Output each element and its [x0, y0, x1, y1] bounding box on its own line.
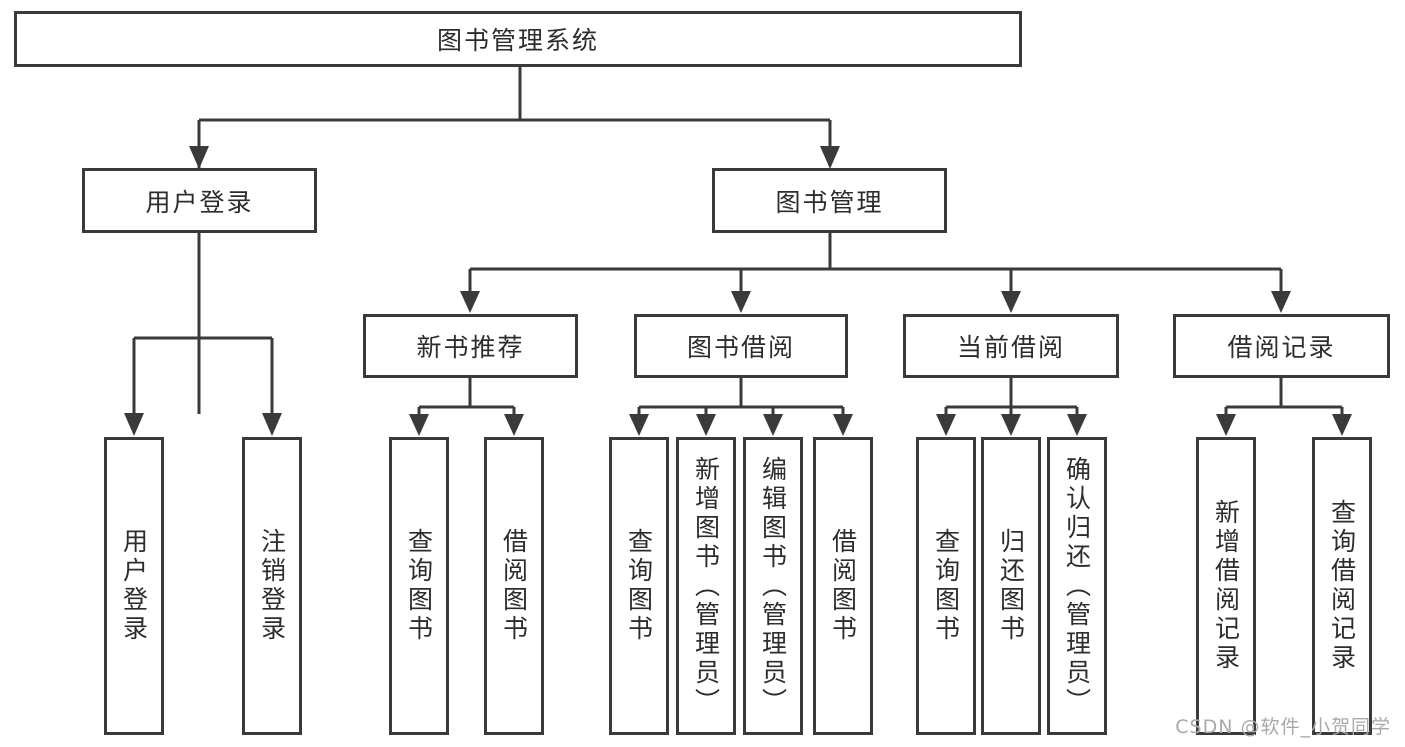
node-recommend-borrow-book: 借阅图书 — [484, 437, 544, 735]
csdn-watermark: CSDN @软件_小贺同学 — [1175, 716, 1391, 738]
node-current-confirm-return-admin-label: 确认归还（管理员） — [1062, 455, 1092, 717]
node-new-book-recommendation: 新书推荐 — [363, 314, 578, 378]
node-borrow-add-book-admin: 新增图书（管理员） — [676, 437, 736, 735]
node-book-management-label: 图书管理 — [775, 187, 884, 217]
node-borrow-query-books: 查询图书 — [609, 437, 669, 735]
node-current-query-books: 查询图书 — [916, 437, 976, 735]
node-records-add-borrow-record-label: 新增借阅记录 — [1211, 499, 1241, 673]
node-user-login-leaf-label: 用户登录 — [119, 528, 149, 644]
node-borrow-query-books-label: 查询图书 — [624, 528, 654, 644]
node-new-book-recommendation-label: 新书推荐 — [416, 333, 525, 362]
node-current-query-books-label: 查询图书 — [931, 528, 961, 644]
node-user-login-leaf: 用户登录 — [104, 437, 164, 735]
node-borrowing-records: 借阅记录 — [1173, 314, 1390, 378]
node-current-borrowing-label: 当前借阅 — [956, 333, 1065, 362]
connector-book-management-to-level3 — [468, 233, 1283, 292]
node-recommend-query-books-label: 查询图书 — [404, 528, 434, 644]
node-borrowing-records-label: 借阅记录 — [1227, 333, 1336, 362]
node-records-add-borrow-record: 新增借阅记录 — [1196, 437, 1256, 735]
node-current-confirm-return-admin: 确认归还（管理员） — [1047, 437, 1107, 735]
node-user-login: 用户登录 — [82, 168, 317, 233]
node-records-query-borrow-record-label: 查询借阅记录 — [1327, 499, 1357, 673]
connector-records-to-children — [1224, 378, 1344, 416]
node-current-borrowing: 当前借阅 — [903, 314, 1119, 378]
connector-borrowing-to-children — [637, 378, 845, 416]
node-borrow-borrow-book: 借阅图书 — [813, 437, 873, 735]
node-book-borrowing-label: 图书借阅 — [686, 333, 795, 362]
node-recommend-borrow-book-label: 借阅图书 — [499, 528, 529, 644]
connector-user-login-to-children — [132, 336, 274, 415]
node-book-management: 图书管理 — [712, 168, 947, 233]
node-borrow-edit-book-admin-label: 编辑图书（管理员） — [758, 455, 788, 717]
node-borrow-edit-book-admin: 编辑图书（管理员） — [743, 437, 803, 735]
node-records-query-borrow-record: 查询借阅记录 — [1312, 437, 1372, 735]
node-logout: 注销登录 — [242, 437, 302, 735]
node-user-login-label: 用户登录 — [145, 187, 254, 217]
node-logout-label: 注销登录 — [257, 528, 287, 644]
node-borrow-borrow-book-label: 借阅图书 — [828, 528, 858, 644]
node-current-return-book-label: 归还图书 — [996, 528, 1026, 644]
connector-current-to-children — [944, 378, 1079, 416]
connector-recommend-to-children — [417, 378, 516, 416]
arrowheads — [124, 146, 1352, 436]
connector-root-to-level2 — [197, 67, 832, 414]
node-current-return-book: 归还图书 — [981, 437, 1041, 735]
node-borrow-add-book-admin-label: 新增图书（管理员） — [691, 455, 721, 717]
node-root-label: 图书管理系统 — [436, 26, 599, 55]
node-root: 图书管理系统 — [14, 11, 1022, 67]
node-book-borrowing: 图书借阅 — [634, 314, 848, 378]
node-recommend-query-books: 查询图书 — [389, 437, 449, 735]
